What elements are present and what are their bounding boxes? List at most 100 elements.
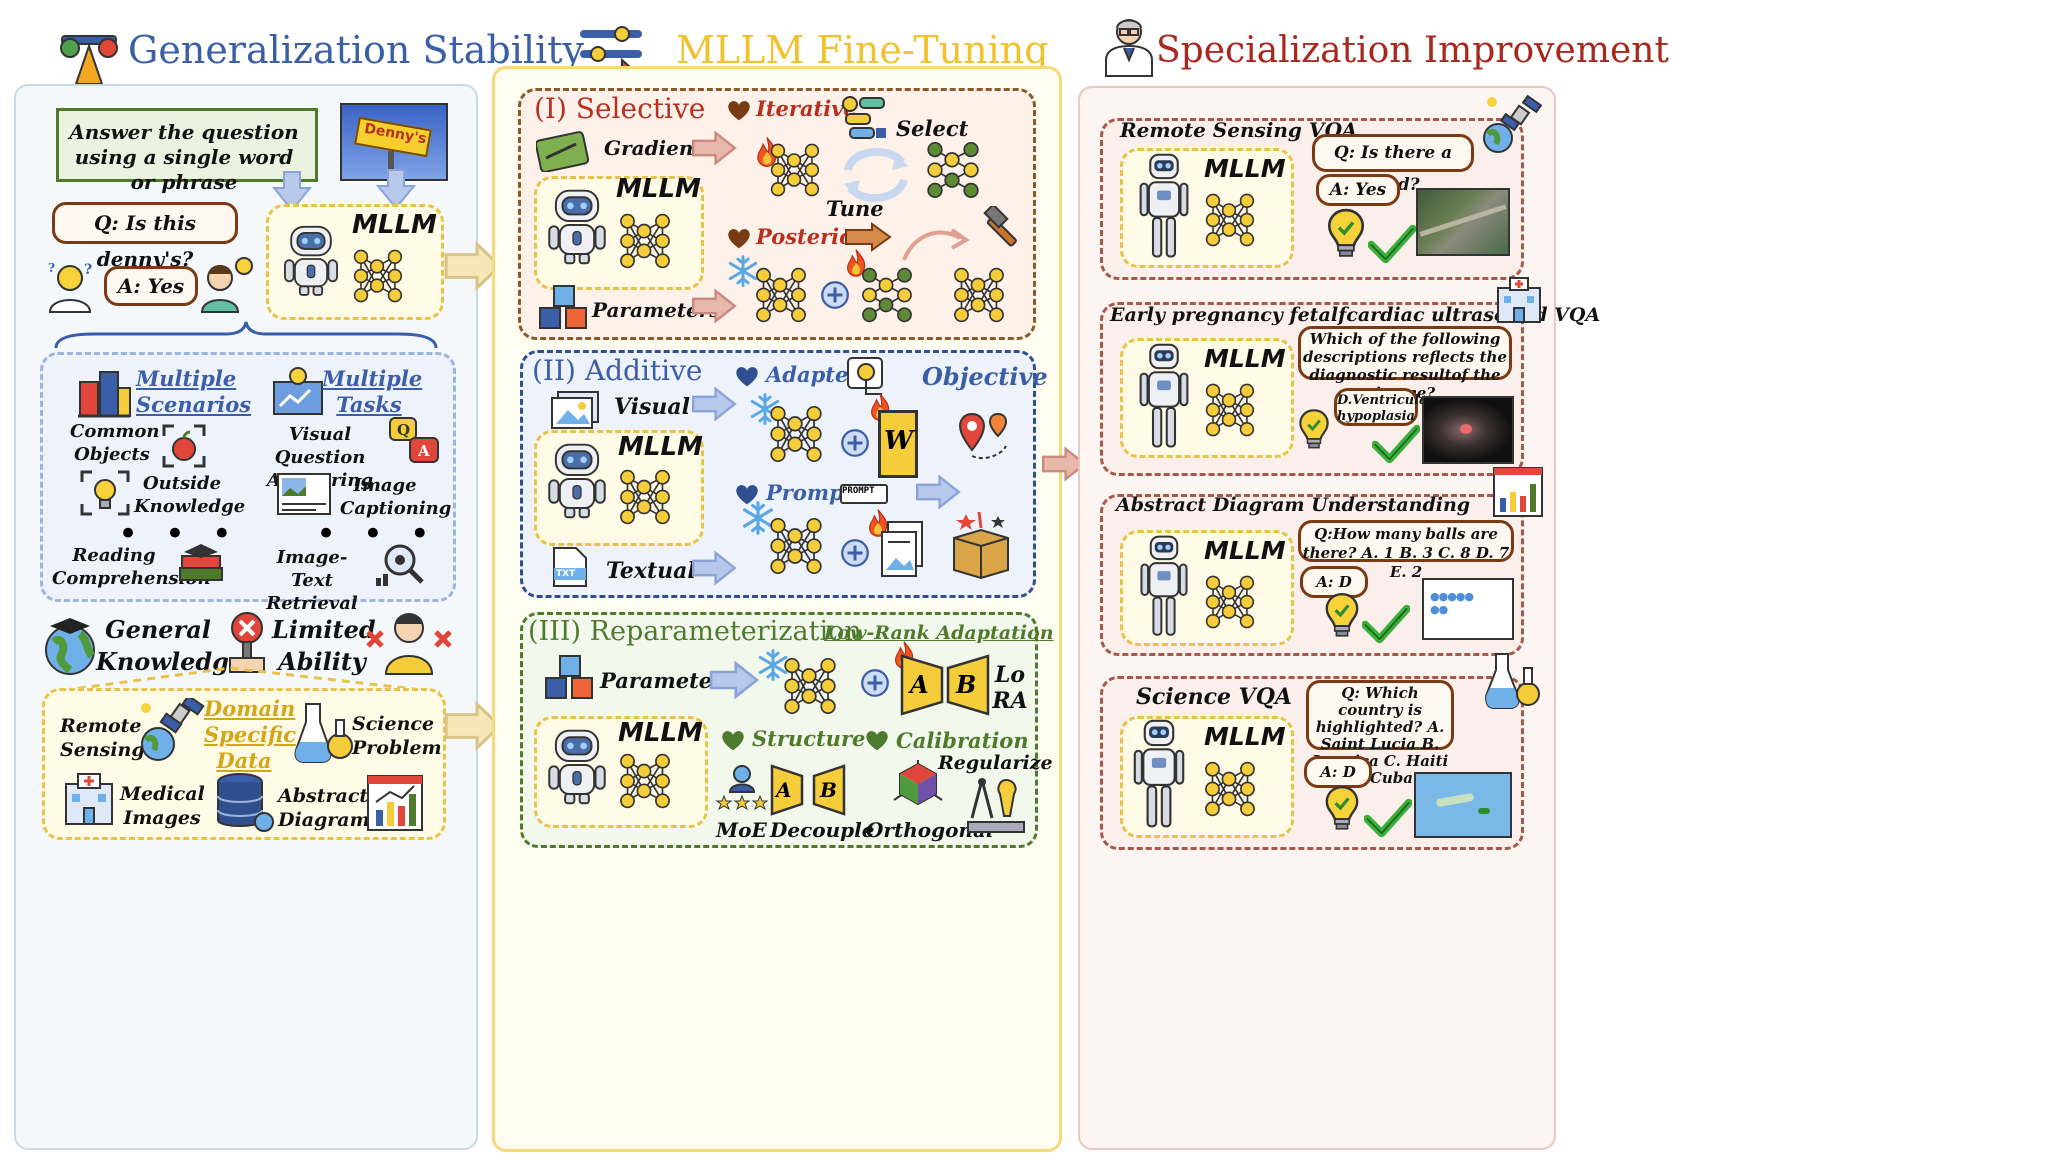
medical-images-label: Medical Images	[120, 783, 205, 829]
prompt-image-stack-icon	[881, 521, 923, 577]
posterior-network-c	[944, 262, 1012, 328]
reparam-plus-icon	[860, 668, 890, 698]
sci-title: Science VQA	[1136, 684, 1292, 710]
reparam-arrow	[706, 658, 762, 702]
science-problem-label: Science Problem	[352, 713, 442, 759]
adapter-heart-icon	[734, 364, 760, 388]
prompt-network	[760, 512, 830, 580]
additive-robot-icon	[544, 436, 610, 522]
satellite-globe-icon	[141, 698, 205, 761]
ultrasound-image	[1422, 396, 1514, 464]
sci-mllm-network	[1196, 756, 1262, 822]
svg-text:?: ?	[84, 262, 92, 278]
idea-person-icon	[200, 257, 253, 313]
calibration-label: Calibration	[896, 728, 1029, 753]
rs-aerial-image	[1416, 188, 1510, 256]
bar-chart-icon	[367, 775, 423, 831]
tune-label: Tune	[826, 196, 884, 221]
prompt-plus-icon	[840, 538, 870, 568]
additive-mllm-label: MLLM	[618, 432, 703, 462]
svg-text:Q: Q	[397, 421, 410, 439]
answer-bubble: A: Yes	[104, 266, 198, 306]
sci-mllm-label: MLLM	[1204, 722, 1286, 751]
rs-satellite-icon	[1483, 94, 1543, 153]
prompt-tag-box	[840, 484, 888, 504]
orthogonal-cube-icon	[893, 760, 943, 806]
ellipsis-right: • • •	[316, 514, 438, 554]
settings-flow-icon	[842, 96, 886, 139]
cubes-icon	[539, 285, 587, 329]
instruction-box	[56, 108, 318, 182]
abs-chart-icon	[1493, 467, 1543, 517]
globe-grad-icon	[45, 618, 96, 675]
additive-title: (II) Additive	[532, 354, 703, 387]
selective-mllm-label: MLLM	[616, 174, 701, 204]
fetal-mllm-label: MLLM	[1204, 344, 1286, 373]
right-header-title: Specialization Improvement	[1156, 30, 1669, 71]
fetal-robot-icon	[1136, 342, 1192, 452]
database-icon	[217, 773, 274, 832]
sci-question-bubble: Q: Which country is highlighted? A. Sain…	[1306, 680, 1454, 787]
objective-label: Objective	[922, 362, 1048, 391]
gradient-arrow	[690, 128, 738, 168]
posterior-network-a	[746, 262, 814, 328]
prompt-arrow	[914, 472, 962, 512]
rs-robot-icon	[1136, 152, 1192, 262]
svg-text:?: ?	[48, 261, 55, 275]
center-header-title: MLLM Fine-Tuning	[676, 28, 1049, 72]
map-image	[1414, 772, 1512, 838]
ellipsis-left: • • •	[118, 514, 240, 554]
fetal-title: Early pregnancy fetalfcardiac ultrasound…	[1110, 304, 1601, 326]
dennys-sign-image: Denny's	[340, 103, 448, 181]
adapter-plus-icon	[840, 428, 870, 458]
abs-title: Abstract Diagram Understanding	[1116, 494, 1471, 516]
fetal-answer-bubble: D.Ventricular hypoplasia	[1334, 388, 1434, 426]
left-mllm-label: MLLM	[352, 210, 437, 240]
left-header-icon	[58, 28, 120, 94]
gift-box-icon	[953, 511, 1009, 580]
abs-mllm-network	[1196, 570, 1262, 634]
moe-label: MoE	[716, 818, 767, 842]
magnifier-chart-icon	[376, 544, 424, 586]
txt-file-icon	[553, 547, 587, 587]
iterative-label: Iterative	[756, 96, 857, 121]
calibration-heart-icon	[864, 728, 890, 752]
curved-arrow	[902, 228, 970, 261]
prompt-label: Prompt	[766, 480, 854, 505]
reject-sign-icon	[229, 612, 265, 673]
iterative-network	[762, 138, 826, 202]
common-objects-label: Common Objects	[70, 421, 160, 465]
sci-bulb-icon	[1322, 782, 1362, 834]
textual-label: Textual	[606, 558, 696, 584]
lora-b-label: B	[956, 670, 977, 699]
rs-answer-bubble: A: Yes	[1316, 174, 1400, 206]
city-icon	[78, 371, 131, 418]
decouple-b-label: B	[820, 778, 837, 802]
sci-flasks-icon	[1484, 653, 1540, 709]
lora-a-block	[900, 654, 944, 716]
reparam-network	[774, 652, 844, 720]
posterior-network-b	[852, 262, 920, 328]
iterative-heart-icon	[726, 98, 752, 122]
multiple-scenarios-link: Multiple Scenarios	[136, 366, 252, 417]
hammer-icon	[983, 206, 1017, 247]
svg-text:A: A	[417, 442, 430, 460]
cycle-arrows-icon	[844, 148, 908, 202]
gradient-icon	[536, 131, 590, 172]
additive-mllm-network	[610, 464, 678, 530]
decouple-a-block	[770, 764, 804, 816]
question-bubble: Q: Is this denny's?	[52, 202, 238, 271]
structure-heart-icon	[720, 728, 746, 752]
image-text-retrieval-label: Image-Text Retrieval	[266, 547, 358, 614]
route-pin-icon	[958, 412, 1008, 460]
posterior-plus-icon	[820, 280, 850, 310]
abs-robot-icon	[1136, 534, 1192, 640]
posterior-heart-icon	[726, 226, 752, 250]
decouple-b-block	[812, 764, 846, 816]
fetal-bulb-icon	[1296, 406, 1332, 452]
visual-arrow	[690, 384, 738, 424]
confused-person-icon: ? ?	[48, 261, 92, 313]
left-mllm-network	[344, 244, 410, 308]
limited-ability-label: Limited Ability	[272, 615, 376, 676]
plug-icon	[847, 357, 883, 395]
